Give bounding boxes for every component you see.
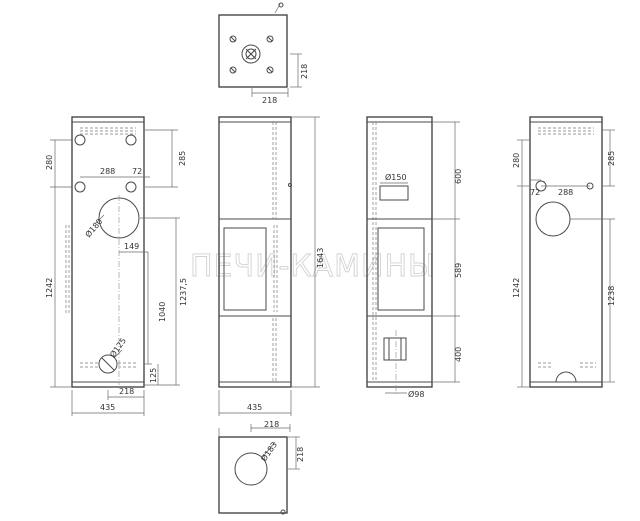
- front-dim-72: 72: [132, 167, 142, 176]
- bottom-view: 218 Ø183 218: [218, 420, 305, 515]
- front-top-port-left: [74, 134, 86, 146]
- side-door-glass: [223, 227, 267, 311]
- top-bolt-4: [266, 66, 274, 74]
- section-air-inlet: [383, 337, 407, 361]
- bottom-dim-218: 218: [264, 420, 279, 429]
- front-dim-435: 435: [100, 403, 115, 412]
- bottom-outline: [218, 436, 288, 514]
- section-view: Ø150 Ø98 600 589 400: [366, 116, 463, 399]
- top-dim-width: 218: [262, 96, 277, 105]
- front-dim-1242: 1242: [45, 278, 54, 298]
- section-outline: [366, 116, 433, 388]
- back-dim-285: 285: [607, 151, 616, 166]
- front-dim-280: 280: [45, 155, 54, 170]
- top-bolt-3: [229, 66, 237, 74]
- side-dim-435: 435: [247, 403, 262, 412]
- front-dim-218: 218: [119, 387, 134, 396]
- section-dim-589: 589: [454, 263, 463, 278]
- bottom-dim-218b: 218: [296, 447, 305, 462]
- top-bolt-1: [229, 35, 237, 43]
- side-view: 1643 435: [218, 116, 325, 416]
- front-dim-1040: 1040: [158, 302, 167, 322]
- section-dim-600: 600: [454, 169, 463, 184]
- section-dim-d150: Ø150: [385, 172, 407, 182]
- top-view-outline: [218, 14, 288, 88]
- back-dim-288: 288: [558, 188, 573, 197]
- front-air-intake: [98, 354, 118, 374]
- back-dim-280: 280: [512, 153, 521, 168]
- watermark: ПЕЧИ-КАМИНЫ: [190, 249, 436, 284]
- front-dim-125: 125: [149, 368, 158, 383]
- top-flue-ring: [241, 44, 261, 64]
- back-outline: [529, 116, 603, 388]
- back-dim-72: 72: [530, 188, 540, 197]
- back-view: 280 1242 72 288 285 1238: [512, 116, 616, 388]
- front-dim-149: 149: [124, 242, 139, 251]
- front-view: 280 1242 285 288 72 Ø180 149 1040 1237,5…: [45, 116, 188, 416]
- front-dim-288: 288: [100, 167, 115, 176]
- top-view: 218 218: [218, 2, 309, 105]
- section-flue-collar: [379, 185, 409, 201]
- front-dim-d125: Ø125: [107, 336, 128, 359]
- top-dim-depth: 218: [300, 64, 309, 79]
- back-dim-1242: 1242: [512, 278, 521, 298]
- top-bolt-2: [266, 35, 274, 43]
- bottom-dim-d183: Ø183: [258, 440, 279, 463]
- section-dim-400: 400: [454, 347, 463, 362]
- front-dim-285: 285: [178, 151, 187, 166]
- back-bottom-inlet: [555, 371, 577, 383]
- side-dim-1643: 1643: [316, 248, 325, 268]
- side-outline: [218, 116, 292, 388]
- front-mid-port-right: [125, 181, 137, 193]
- section-firebox: [377, 227, 425, 311]
- section-dim-d98: Ø98: [408, 389, 424, 399]
- bottom-inlet-opening: [234, 452, 268, 486]
- front-dim-1237-5: 1237,5: [179, 278, 188, 306]
- front-mid-port-left: [74, 181, 86, 193]
- back-dim-1238: 1238: [607, 286, 616, 306]
- front-top-port-right: [125, 134, 137, 146]
- top-flue-inner: [245, 48, 257, 60]
- back-flue-opening: [535, 201, 571, 237]
